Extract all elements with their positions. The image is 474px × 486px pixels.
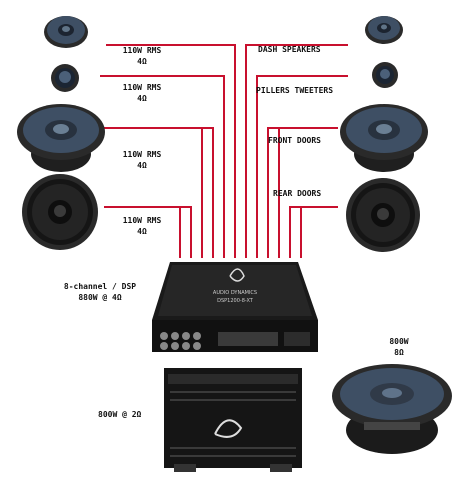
left-4-label: 110W RMS 4Ω (112, 215, 172, 237)
wire-left-1 (106, 44, 236, 258)
right-pillar-tweeter-icon (372, 62, 398, 88)
wire-left-4 (104, 127, 203, 258)
dsp-channels: 8-channel / DSP (63, 282, 137, 291)
wire-right-5 (289, 206, 334, 258)
sub-ohm: 8Ω (394, 348, 404, 357)
left-3-power: 110W RMS (122, 150, 162, 159)
dsp-amplifier-icon: AUDIO DYNAMICS DSP1200-8-XT (152, 262, 318, 352)
mono-amplifier-icon (164, 368, 302, 472)
left-1-label: 110W RMS 4Ω (112, 45, 172, 67)
wire-left-2 (100, 75, 225, 258)
wire-left-3 (122, 127, 214, 258)
left-rear-door-speaker-icon (22, 174, 98, 250)
right-front-door-speaker-icon (340, 104, 428, 172)
wire-right-1 (245, 44, 348, 258)
wire-right-2 (256, 75, 348, 258)
left-2-ohm: 4Ω (137, 94, 147, 103)
amp-label: 800W @ 2Ω (98, 410, 142, 419)
rear-doors-label: REAR DOORS (273, 189, 322, 198)
wire-left-6 (104, 206, 181, 258)
dsp-model-text: DSP1200-8-XT (217, 298, 254, 304)
dsp-label: 8-channel / DSP 880W @ 4Ω (50, 281, 150, 303)
wire-right-6 (300, 206, 338, 258)
left-2-label: 110W RMS 4Ω (112, 82, 172, 104)
left-4-ohm: 4Ω (137, 227, 147, 236)
left-front-door-speaker-icon (17, 104, 105, 172)
pillar-tweeters-label: PILLERS TWEETERS (256, 86, 334, 95)
left-dash-speaker-icon (44, 16, 88, 48)
dash-speakers-label: DASH SPEAKERS (258, 45, 321, 54)
dsp-brand-text: AUDIO DYNAMICS (213, 290, 257, 296)
left-3-ohm: 4Ω (137, 161, 147, 170)
right-rear-door-speaker-icon (346, 178, 420, 252)
wire-right-4 (278, 127, 338, 258)
dsp-power: 880W @ 4Ω (78, 293, 122, 302)
left-1-ohm: 4Ω (137, 57, 147, 66)
sub-power: 800W (389, 337, 409, 346)
left-pillar-tweeter-icon (51, 64, 79, 92)
left-2-power: 110W RMS (122, 83, 162, 92)
sub-label: 800W 8Ω (378, 336, 420, 358)
right-dash-speaker-icon (365, 16, 403, 44)
left-1-power: 110W RMS (122, 46, 162, 55)
left-3-label: 110W RMS 4Ω (112, 149, 172, 171)
front-doors-label: FRONT DOORS (268, 136, 321, 145)
subwoofer-icon (332, 364, 452, 454)
left-4-power: 110W RMS (122, 216, 162, 225)
